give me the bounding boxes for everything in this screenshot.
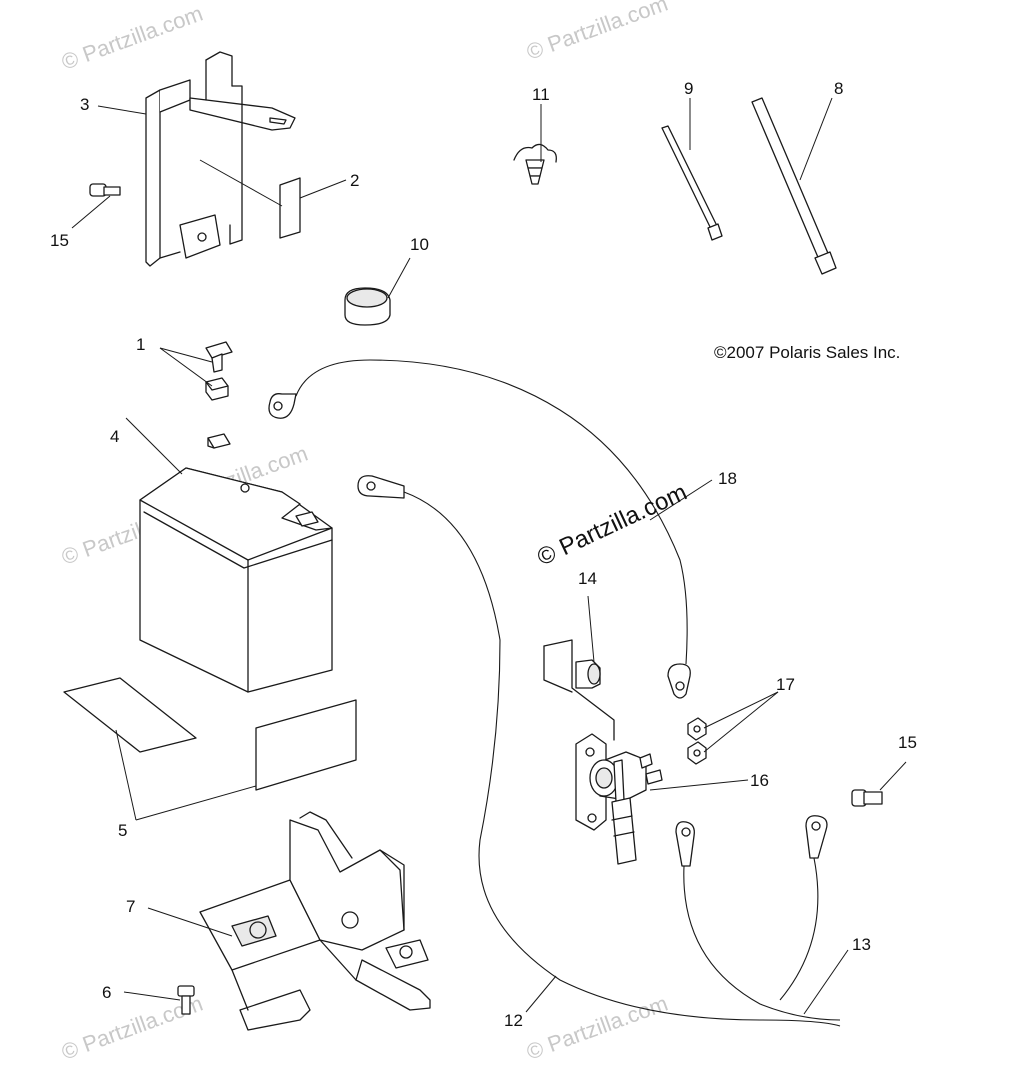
part-5-decals[interactable]: [63, 677, 357, 791]
callouts: 3 2 15 10 11 9 8 1 4 18 14 17 16 15 5 7 …: [50, 79, 917, 1030]
callout-7: 7: [126, 897, 135, 916]
part-7-tray[interactable]: [199, 811, 431, 1031]
part-14-pin[interactable]: [575, 659, 601, 689]
part-9-cable-tie[interactable]: [661, 125, 723, 241]
part-15-bolt-right[interactable]: [851, 789, 883, 807]
part-11-clip[interactable]: [513, 143, 557, 185]
part-3-bracket[interactable]: [145, 51, 296, 267]
callout-2: 2: [350, 171, 359, 190]
callout-1: 1: [136, 335, 145, 354]
callout-15-right: 15: [898, 733, 917, 752]
callout-6: 6: [102, 983, 111, 1002]
part-17-nuts[interactable]: [687, 717, 707, 765]
callout-18: 18: [718, 469, 737, 488]
callout-8: 8: [834, 79, 843, 98]
callout-16: 16: [750, 771, 769, 790]
part-6-bolt[interactable]: [177, 985, 195, 1015]
callout-17: 17: [776, 675, 795, 694]
callout-9: 9: [684, 79, 693, 98]
part-13-wire[interactable]: [675, 815, 841, 1021]
watermark-text: © Partzilla.com: [58, 1, 206, 75]
part-15-bolt-left[interactable]: [89, 183, 121, 197]
callout-15-left: 15: [50, 231, 69, 250]
callout-13: 13: [852, 935, 871, 954]
callout-11: 11: [532, 85, 550, 104]
callout-12: 12: [504, 1011, 523, 1030]
callout-10: 10: [410, 235, 429, 254]
callout-5: 5: [118, 821, 127, 840]
part-18-wire[interactable]: [268, 359, 691, 699]
partzilla-watermark: © Partzilla.com: [533, 479, 691, 572]
part-2-decal[interactable]: [279, 177, 301, 239]
part-10-cap[interactable]: [344, 287, 391, 326]
callout-14: 14: [578, 569, 597, 588]
part-12-wire[interactable]: [357, 475, 841, 1027]
part-16-solenoid[interactable]: [575, 733, 663, 865]
part-1-bolt-nut[interactable]: [205, 341, 233, 401]
watermark-text: © Partzilla.com: [523, 991, 671, 1065]
leader-lines: [71, 97, 907, 1015]
copyright-text: ©2007 Polaris Sales Inc.: [714, 343, 900, 362]
callout-4: 4: [110, 427, 119, 446]
mount-plate-outline: [543, 639, 615, 741]
callout-3: 3: [80, 95, 89, 114]
part-8-cable-tie[interactable]: [751, 97, 837, 275]
watermark-text: © Partzilla.com: [523, 0, 671, 65]
part-4-battery[interactable]: [139, 433, 333, 693]
